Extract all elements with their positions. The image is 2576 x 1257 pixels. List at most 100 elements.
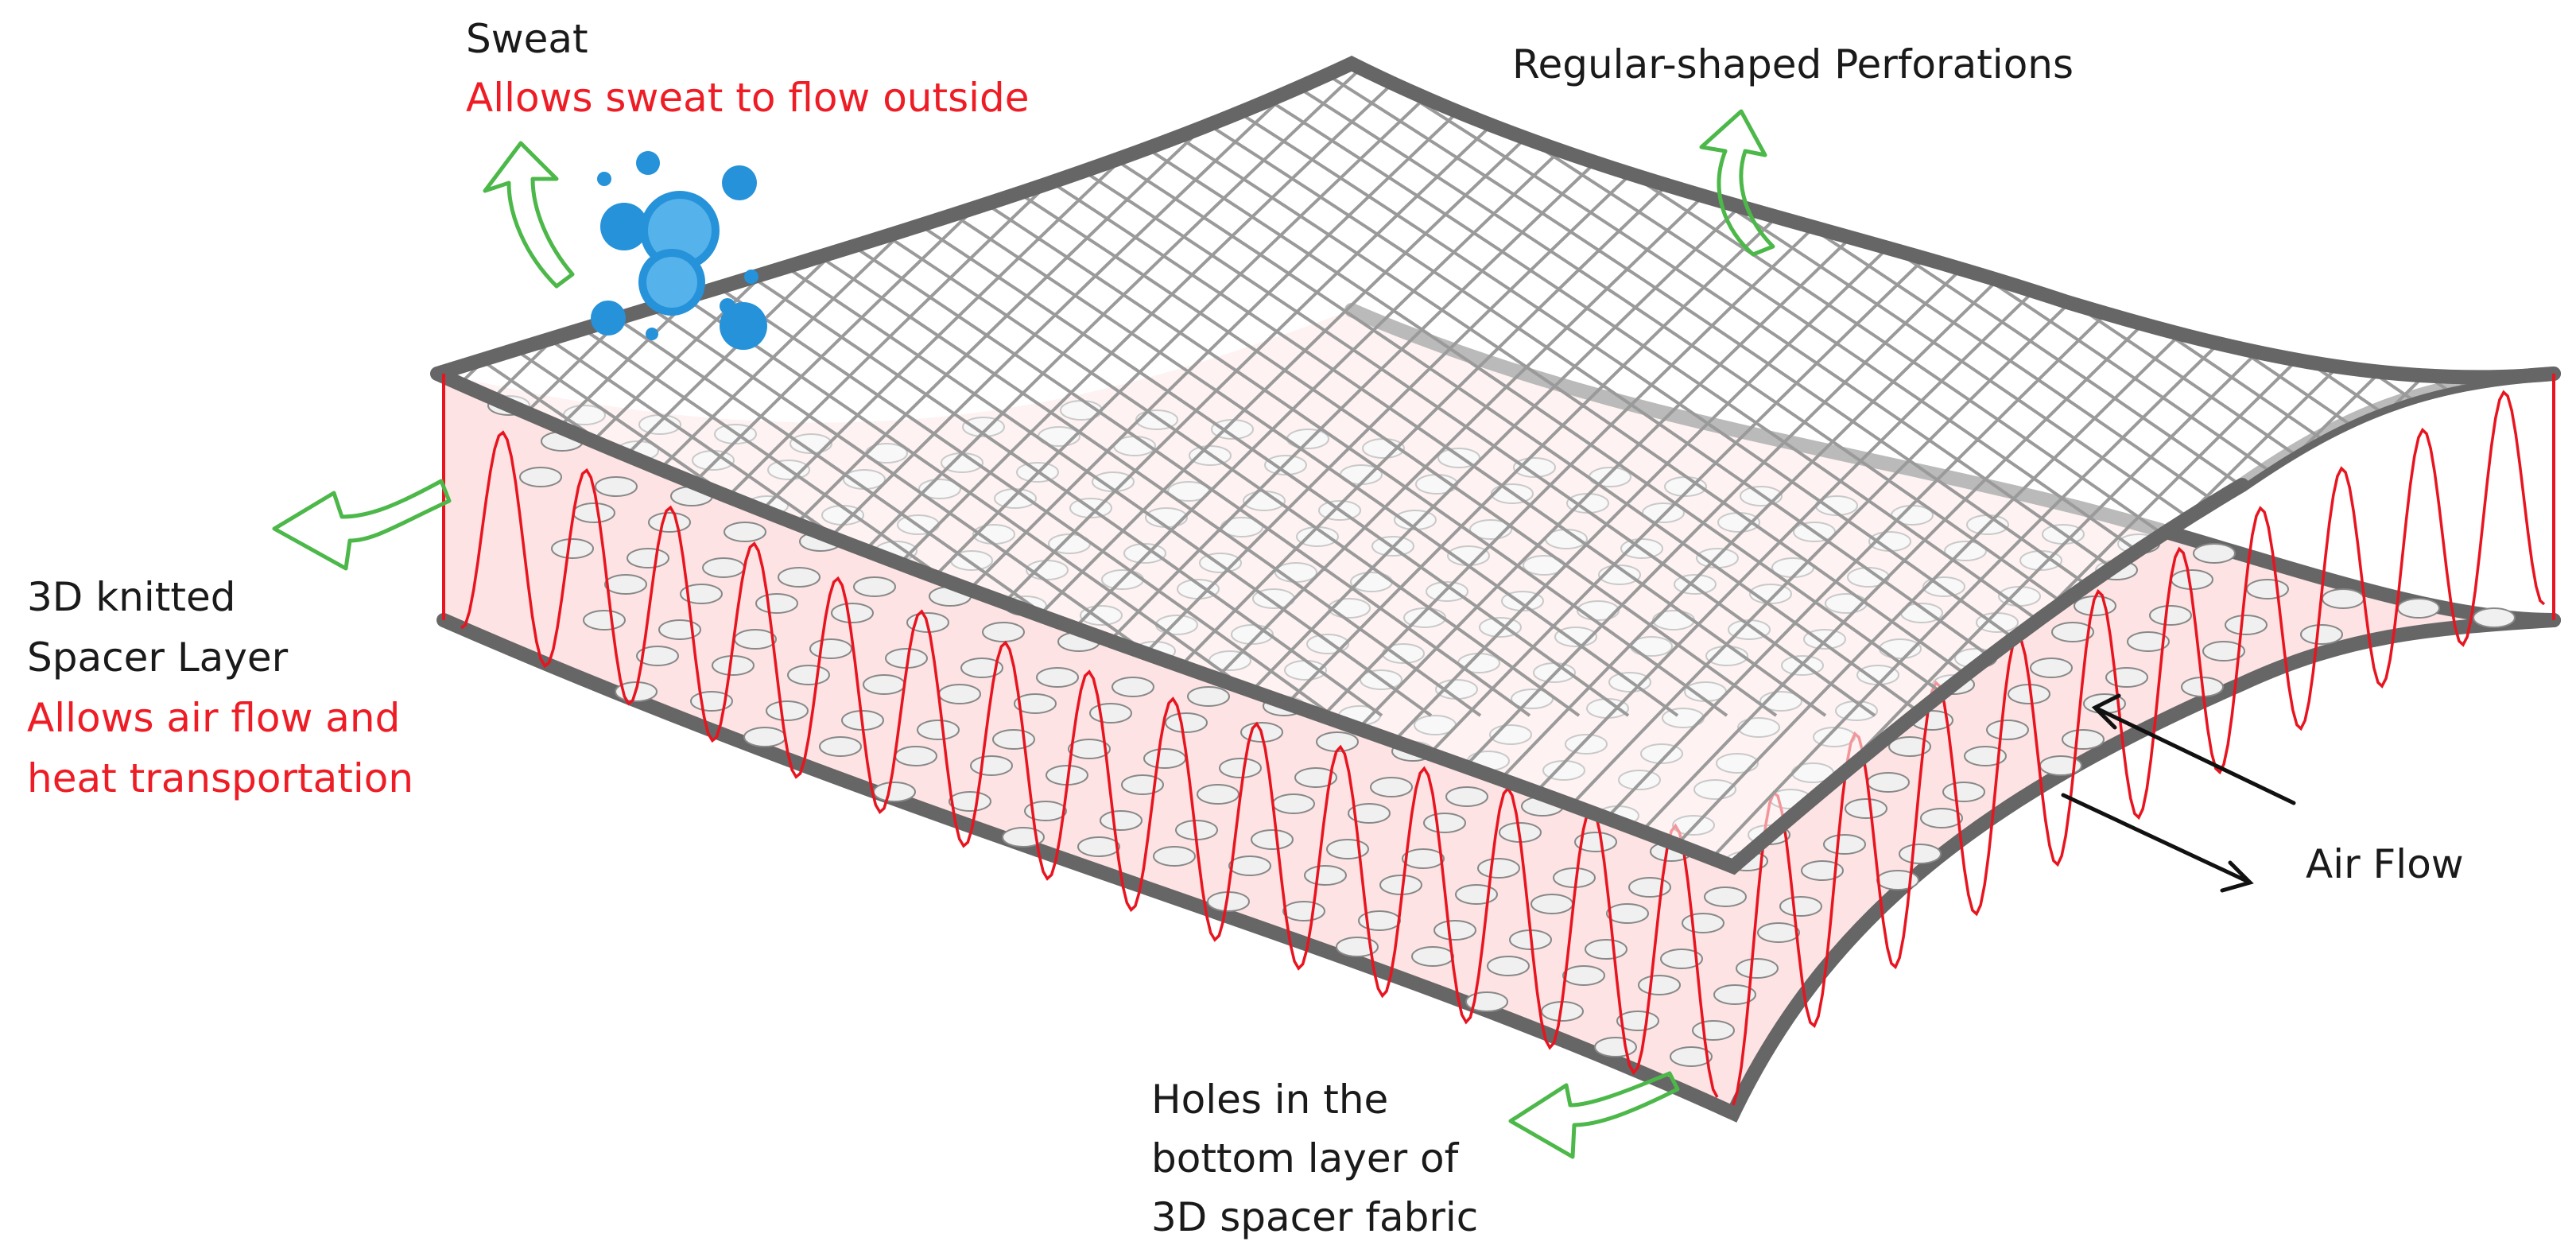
hole [1628, 877, 1671, 898]
hole [1455, 884, 1498, 905]
hole [636, 646, 679, 666]
hole [1574, 832, 1617, 852]
hole [809, 638, 852, 659]
hole [1736, 958, 1779, 979]
holes-label: bottom layer of [1151, 1135, 1459, 1181]
sweat-description: Allows sweat to flow outside [466, 75, 1030, 121]
hole [778, 567, 821, 588]
hole [755, 593, 798, 614]
hole [734, 629, 777, 650]
hole [1899, 844, 1942, 864]
hole [680, 584, 723, 604]
hole [519, 467, 562, 487]
hole [2051, 622, 2094, 642]
hole [1219, 758, 1262, 778]
hole [1002, 827, 1045, 848]
hole [1585, 939, 1627, 960]
top-layer-edge [430, 56, 2561, 875]
hole [1197, 784, 1240, 805]
hole [2171, 569, 2213, 590]
hole [1845, 798, 1887, 819]
hole [1100, 810, 1143, 831]
hole [2127, 631, 2170, 652]
hole [1433, 920, 1476, 941]
bottom-front-edge [436, 613, 2561, 1123]
hole [1964, 746, 2007, 766]
hole [551, 538, 594, 559]
holes-label: 3D spacer fabric [1151, 1194, 1479, 1240]
hole [853, 576, 896, 597]
straight-arrow-icon [2061, 793, 2254, 893]
hole [1986, 720, 2029, 740]
hole [1757, 922, 1800, 943]
hole [1530, 894, 1573, 914]
hole [1553, 867, 1596, 888]
hole [1014, 693, 1057, 714]
hole [1165, 712, 1208, 733]
hole [1077, 836, 1120, 857]
hole [743, 727, 786, 747]
hole [1294, 767, 1337, 788]
hole [970, 755, 1013, 776]
hole [583, 610, 626, 630]
hole [702, 557, 745, 578]
hole [1713, 984, 1756, 1005]
hole [894, 746, 937, 766]
hole [1477, 858, 1520, 879]
hole [766, 700, 809, 721]
hole [1153, 846, 1196, 867]
hole [2193, 543, 2236, 564]
hole [1594, 1037, 1637, 1057]
hole [1089, 703, 1132, 724]
hole [2105, 667, 2148, 688]
hole [1660, 949, 1703, 969]
hole [1024, 801, 1067, 821]
hole [572, 502, 615, 523]
hole [992, 729, 1035, 750]
spacer-layer-description: heat transportation [27, 755, 414, 801]
curved-arrow-icon [272, 479, 452, 571]
curved-arrow-icon [483, 141, 575, 289]
spacer-layer-description: Allows air flow and [27, 695, 401, 741]
hole [2246, 579, 2289, 599]
water-drops-icon [591, 151, 767, 350]
curved-arrow-icon [1699, 109, 1775, 257]
hole [1411, 946, 1454, 967]
hole [1111, 677, 1154, 697]
hole [627, 548, 669, 568]
hole [1272, 793, 1315, 814]
hole [1251, 829, 1294, 850]
hole [1638, 975, 1681, 995]
hole [982, 622, 1025, 642]
hole [1692, 1020, 1735, 1041]
hole [1121, 774, 1164, 795]
hole [724, 522, 766, 542]
hole [1942, 782, 1985, 802]
hole [2397, 598, 2440, 619]
hole [1445, 786, 1488, 807]
holes-label: Holes in the [1151, 1077, 1389, 1123]
hole [1326, 839, 1369, 859]
hole [1187, 686, 1230, 707]
hole [604, 574, 647, 595]
hole [1282, 901, 1325, 921]
hole [2225, 615, 2268, 635]
hole [1682, 913, 1724, 933]
spacer-layer-label: Spacer Layer [27, 634, 289, 681]
hole [1888, 736, 1931, 757]
hole [1336, 937, 1379, 957]
hole [938, 684, 981, 704]
hole [960, 658, 1003, 678]
hole [1423, 813, 1466, 833]
hole [1823, 834, 1866, 855]
hole [2322, 588, 2365, 609]
hole [863, 674, 906, 695]
spacer-layer-label: 3D knitted [27, 574, 236, 620]
hole [2300, 624, 2343, 645]
hole [949, 791, 991, 812]
hole [1606, 903, 1649, 924]
hole [1068, 739, 1111, 759]
hole [819, 736, 862, 757]
air-flow-label: Air Flow [2306, 841, 2464, 887]
hole [1348, 803, 1391, 824]
